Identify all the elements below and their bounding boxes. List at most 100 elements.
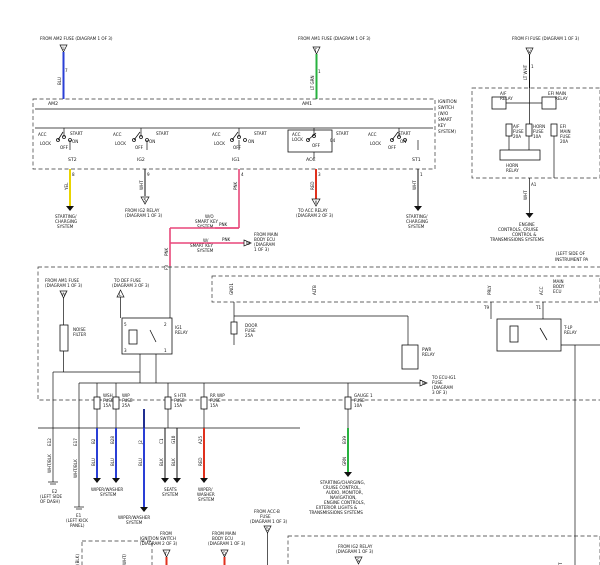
svg-text:B2: B2 xyxy=(91,438,96,444)
svg-text:BLU: BLU xyxy=(91,458,96,466)
am2-source-label-1: FROM AM2 FUSE (DIAGRAM 1 OF 3) xyxy=(40,36,113,41)
svg-text:1: 1 xyxy=(164,348,167,353)
svg-text:FROM MAIN: FROM MAIN xyxy=(254,232,278,237)
svg-text:NOISE: NOISE xyxy=(73,327,86,332)
switch-ig2: ACC LOCK OFF ON START IG2 xyxy=(113,128,169,163)
svg-text:WHT/: WHT/ xyxy=(122,553,127,565)
svg-text:IG1: IG1 xyxy=(175,325,182,330)
svg-text:EFI: EFI xyxy=(560,124,566,129)
svg-text:10A: 10A xyxy=(533,134,541,139)
svg-text:OFF: OFF xyxy=(233,145,242,150)
svg-text:RELAY: RELAY xyxy=(175,330,188,335)
svg-text:8: 8 xyxy=(72,172,75,177)
svg-text:START: START xyxy=(398,131,411,136)
svg-text:BLU: BLU xyxy=(110,458,115,466)
svg-text:25A: 25A xyxy=(122,403,130,408)
svg-text:STARTING/CHARGING,: STARTING/CHARGING, xyxy=(320,480,365,485)
svg-text:ECU: ECU xyxy=(553,289,561,294)
svg-text:MAIN: MAIN xyxy=(560,129,571,134)
svg-text:FROM MAIN: FROM MAIN xyxy=(212,531,236,536)
dest-ig2relay: FROM IG2 RELAY xyxy=(125,208,160,213)
svg-text:ACC: ACC xyxy=(539,286,544,295)
svg-text:1 OF 3): 1 OF 3) xyxy=(254,247,269,252)
svg-text:S: S xyxy=(144,198,147,203)
svg-text:FUSE: FUSE xyxy=(122,398,133,403)
svg-text:GRN: GRN xyxy=(342,457,347,466)
svg-text:FUSE: FUSE xyxy=(210,398,221,403)
svg-text:10A: 10A xyxy=(354,403,362,408)
svg-text:WHT/BLK: WHT/BLK xyxy=(47,454,52,473)
svg-text:GND1: GND1 xyxy=(229,283,234,295)
svg-text:20A: 20A xyxy=(513,134,521,139)
svg-text:E2: E2 xyxy=(52,489,58,494)
svg-text:X: X xyxy=(315,200,318,205)
svg-text:FUSE: FUSE xyxy=(513,129,524,134)
svg-text:ACC: ACC xyxy=(113,132,122,137)
svg-text:(LEFT KICK: (LEFT KICK xyxy=(66,518,88,523)
svg-text:ACC: ACC xyxy=(368,132,377,137)
fuse-shtr: S HTR FUSE 15A xyxy=(164,383,186,410)
svg-text:PNK: PNK xyxy=(233,181,238,190)
svg-text:FUSE: FUSE xyxy=(432,380,443,385)
svg-text:CHARGING: CHARGING xyxy=(406,219,428,224)
svg-text:BODY ECU: BODY ECU xyxy=(254,237,275,242)
svg-text:SYSTEM: SYSTEM xyxy=(126,520,143,525)
svg-text:HORN: HORN xyxy=(533,124,545,129)
svg-text:FUSE: FUSE xyxy=(260,514,271,519)
svg-text:FROM: FROM xyxy=(160,531,172,536)
svg-text:OFF: OFF xyxy=(388,145,397,150)
ignition-switch: AM2 AM1 IGNITION SWITCH (W/O SMART KEY S… xyxy=(32,98,457,170)
svg-text:LOCK: LOCK xyxy=(370,141,381,146)
svg-text:S HTR: S HTR xyxy=(174,393,186,398)
svg-text:E1: E1 xyxy=(76,513,82,518)
svg-text:B28: B28 xyxy=(110,436,115,444)
source-am2: FROM AM2 FUSE (DIAGRAM 1 OF 3) U BLU 7 xyxy=(40,36,113,99)
svg-text:ALTB: ALTB xyxy=(312,285,317,295)
svg-text:ON: ON xyxy=(149,139,155,144)
svg-text:SYSTEM: SYSTEM xyxy=(198,497,215,502)
svg-text:1: 1 xyxy=(420,172,423,177)
svg-text:C1: C1 xyxy=(159,438,164,444)
svg-text:FILTER: FILTER xyxy=(73,332,86,337)
svg-text:Q: Q xyxy=(223,551,226,556)
svg-text:LOCK: LOCK xyxy=(292,137,303,142)
svg-text:1: 1 xyxy=(531,64,534,69)
svg-text:BLU: BLU xyxy=(138,458,143,466)
svg-text:PNK: PNK xyxy=(219,222,228,227)
svg-text:ACC: ACC xyxy=(38,132,47,137)
svg-text:START: START xyxy=(336,131,349,136)
svg-text:CONTROL &: CONTROL & xyxy=(512,232,537,237)
svg-text:Y: Y xyxy=(164,551,168,556)
svg-text:LOCK: LOCK xyxy=(214,141,225,146)
svg-text:ST1: ST1 xyxy=(412,157,421,163)
svg-text:ON: ON xyxy=(72,139,78,144)
svg-text:WIPER/WASHER: WIPER/WASHER xyxy=(118,515,150,520)
dest-accrelay: TO ACC RELAY xyxy=(297,208,328,213)
svg-text:BODY: BODY xyxy=(553,284,565,289)
svg-text:FROM AM1 FUSE: FROM AM1 FUSE xyxy=(45,278,79,283)
svg-text:SMART KEY: SMART KEY xyxy=(190,243,214,248)
svg-text:SYSTEM): SYSTEM) xyxy=(438,129,456,134)
svg-text:25A: 25A xyxy=(245,333,253,338)
svg-text:SYSTEM: SYSTEM xyxy=(197,224,214,229)
pin-1: 1 xyxy=(318,69,321,74)
svg-text:SMART: SMART xyxy=(438,117,452,122)
am2-label: AM2 xyxy=(48,101,58,107)
svg-text:BODY ECU: BODY ECU xyxy=(212,536,233,541)
switch-ig1: ACC LOCK OFF ON START IG1 xyxy=(212,128,267,163)
svg-text:(DIAGRAM 1 OF 3): (DIAGRAM 1 OF 3) xyxy=(250,519,288,524)
wire-blu: BLU xyxy=(57,77,62,85)
svg-text:4: 4 xyxy=(241,172,244,177)
bottom-section: FROM ACC-B FUSE (DIAGRAM 1 OF 3) D FROM … xyxy=(75,509,600,565)
svg-text:SYSTEM: SYSTEM xyxy=(197,248,214,253)
svg-text:B39: B39 xyxy=(342,436,347,444)
svg-text:PANEL): PANEL) xyxy=(70,523,85,528)
svg-text:RELAY: RELAY xyxy=(506,168,519,173)
svg-text:2: 2 xyxy=(164,322,167,327)
svg-text:DOOR: DOOR xyxy=(245,323,258,328)
svg-text:RR WIP: RR WIP xyxy=(210,393,225,398)
svg-text:WIP: WIP xyxy=(122,393,130,398)
svg-text:20A: 20A xyxy=(560,139,568,144)
svg-text:IGNITION SWITCH: IGNITION SWITCH xyxy=(140,536,176,541)
svg-text:S: S xyxy=(357,558,360,563)
